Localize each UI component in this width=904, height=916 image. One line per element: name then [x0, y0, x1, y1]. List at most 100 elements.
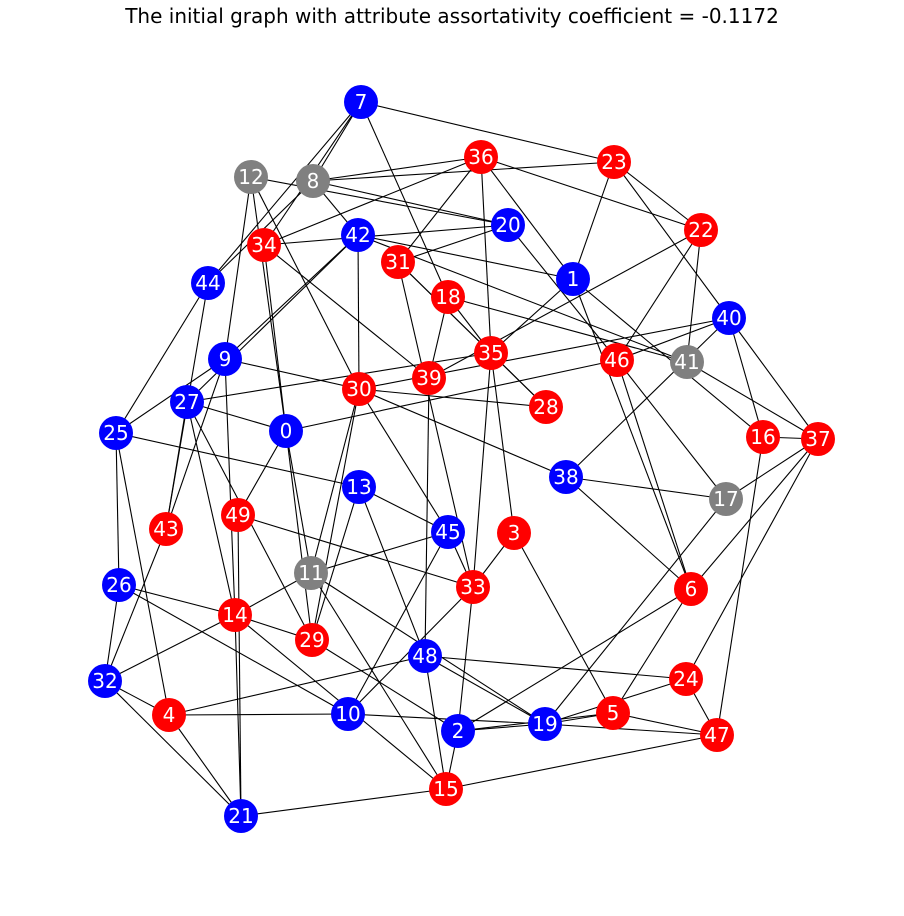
node-26: 26: [102, 568, 136, 602]
node-3: 3: [497, 516, 531, 550]
edge-8-23: [312, 161, 615, 182]
edge-12-0: [250, 176, 287, 432]
node-circle: [528, 707, 562, 741]
node-circle: [99, 416, 133, 450]
edge-15-21: [240, 788, 447, 817]
node-label: 29: [299, 628, 324, 652]
node-29: 29: [295, 623, 329, 657]
edge-14-21: [234, 614, 242, 817]
node-label: 25: [103, 421, 128, 445]
node-label: 32: [92, 669, 117, 693]
node-circle: [344, 85, 378, 119]
node-circle: [709, 482, 743, 516]
node-label: 24: [673, 667, 698, 691]
node-label: 0: [280, 419, 293, 443]
edge-40-46: [616, 317, 730, 361]
edge-47-15: [445, 734, 718, 790]
node-10: 10: [331, 697, 365, 731]
edge-19-47: [544, 723, 718, 736]
node-1: 1: [556, 262, 590, 296]
node-label: 33: [460, 575, 485, 599]
edge-26-10: [118, 584, 349, 715]
node-39: 39: [412, 361, 446, 395]
node-20: 20: [491, 208, 525, 242]
node-32: 32: [88, 664, 122, 698]
node-label: 38: [553, 465, 578, 489]
edge-48-15: [424, 655, 447, 790]
edge-3-5: [513, 532, 614, 714]
edge-42-9: [224, 234, 359, 360]
node-circle: [801, 422, 835, 456]
node-label: 37: [805, 427, 830, 451]
edge-37-24: [685, 438, 819, 680]
node-circle: [149, 512, 183, 546]
node-33: 33: [456, 570, 490, 604]
edge-44-25: [115, 282, 209, 434]
node-label: 9: [219, 347, 232, 371]
node-16: 16: [746, 420, 780, 454]
node-circle: [408, 639, 442, 673]
node-circle: [491, 208, 525, 242]
node-circle: [224, 799, 258, 833]
node-44: 44: [191, 266, 225, 300]
node-label: 30: [346, 377, 371, 401]
node-label: 46: [604, 348, 629, 372]
edge-22-41: [686, 229, 702, 363]
edge-12-20: [250, 176, 509, 226]
node-41: 41: [670, 345, 704, 379]
edge-33-2: [457, 586, 474, 732]
node-label: 49: [225, 503, 250, 527]
node-circle: [191, 266, 225, 300]
node-label: 15: [433, 777, 458, 801]
node-circle: [441, 714, 475, 748]
edge-layer: [104, 101, 819, 817]
node-label: 27: [174, 390, 199, 414]
node-34: 34: [247, 228, 281, 262]
edge-25-4: [115, 432, 170, 716]
node-circle: [341, 218, 375, 252]
node-circle: [600, 343, 634, 377]
node-label: 44: [195, 271, 220, 295]
node-circle: [670, 345, 704, 379]
node-circle: [474, 336, 508, 370]
node-label: 11: [298, 561, 323, 585]
edge-37-6: [690, 438, 819, 590]
node-5: 5: [596, 696, 630, 730]
edge-22-39: [428, 229, 702, 379]
node-label: 2: [452, 719, 465, 743]
edge-27-0: [186, 401, 287, 432]
node-label: 28: [533, 395, 558, 419]
node-22: 22: [684, 213, 718, 247]
node-48: 48: [408, 639, 442, 673]
node-circle: [294, 556, 328, 590]
edge-36-22: [480, 156, 702, 231]
edge-1-35: [490, 278, 574, 354]
node-circle: [684, 213, 718, 247]
node-label: 36: [468, 145, 493, 169]
node-label: 4: [163, 703, 176, 727]
node-label: 8: [307, 169, 320, 193]
edge-45-10: [347, 531, 449, 715]
node-circle: [208, 342, 242, 376]
edge-34-0: [263, 244, 287, 432]
edge-49-33: [237, 514, 474, 588]
node-circle: [269, 414, 303, 448]
node-label: 3: [508, 521, 521, 545]
node-7: 7: [344, 85, 378, 119]
node-circle: [456, 570, 490, 604]
node-label: 40: [716, 306, 741, 330]
edge-49-21: [237, 514, 242, 817]
node-label: 5: [607, 701, 620, 725]
edge-7-23: [360, 101, 615, 163]
node-2: 2: [441, 714, 475, 748]
node-label: 47: [704, 723, 729, 747]
edge-45-11: [310, 531, 449, 574]
edge-46-17: [616, 359, 727, 500]
edge-25-13: [115, 432, 360, 488]
node-label: 20: [495, 213, 520, 237]
node-circle: [381, 245, 415, 279]
edge-6-2: [457, 588, 692, 732]
edge-35-33: [472, 352, 492, 588]
